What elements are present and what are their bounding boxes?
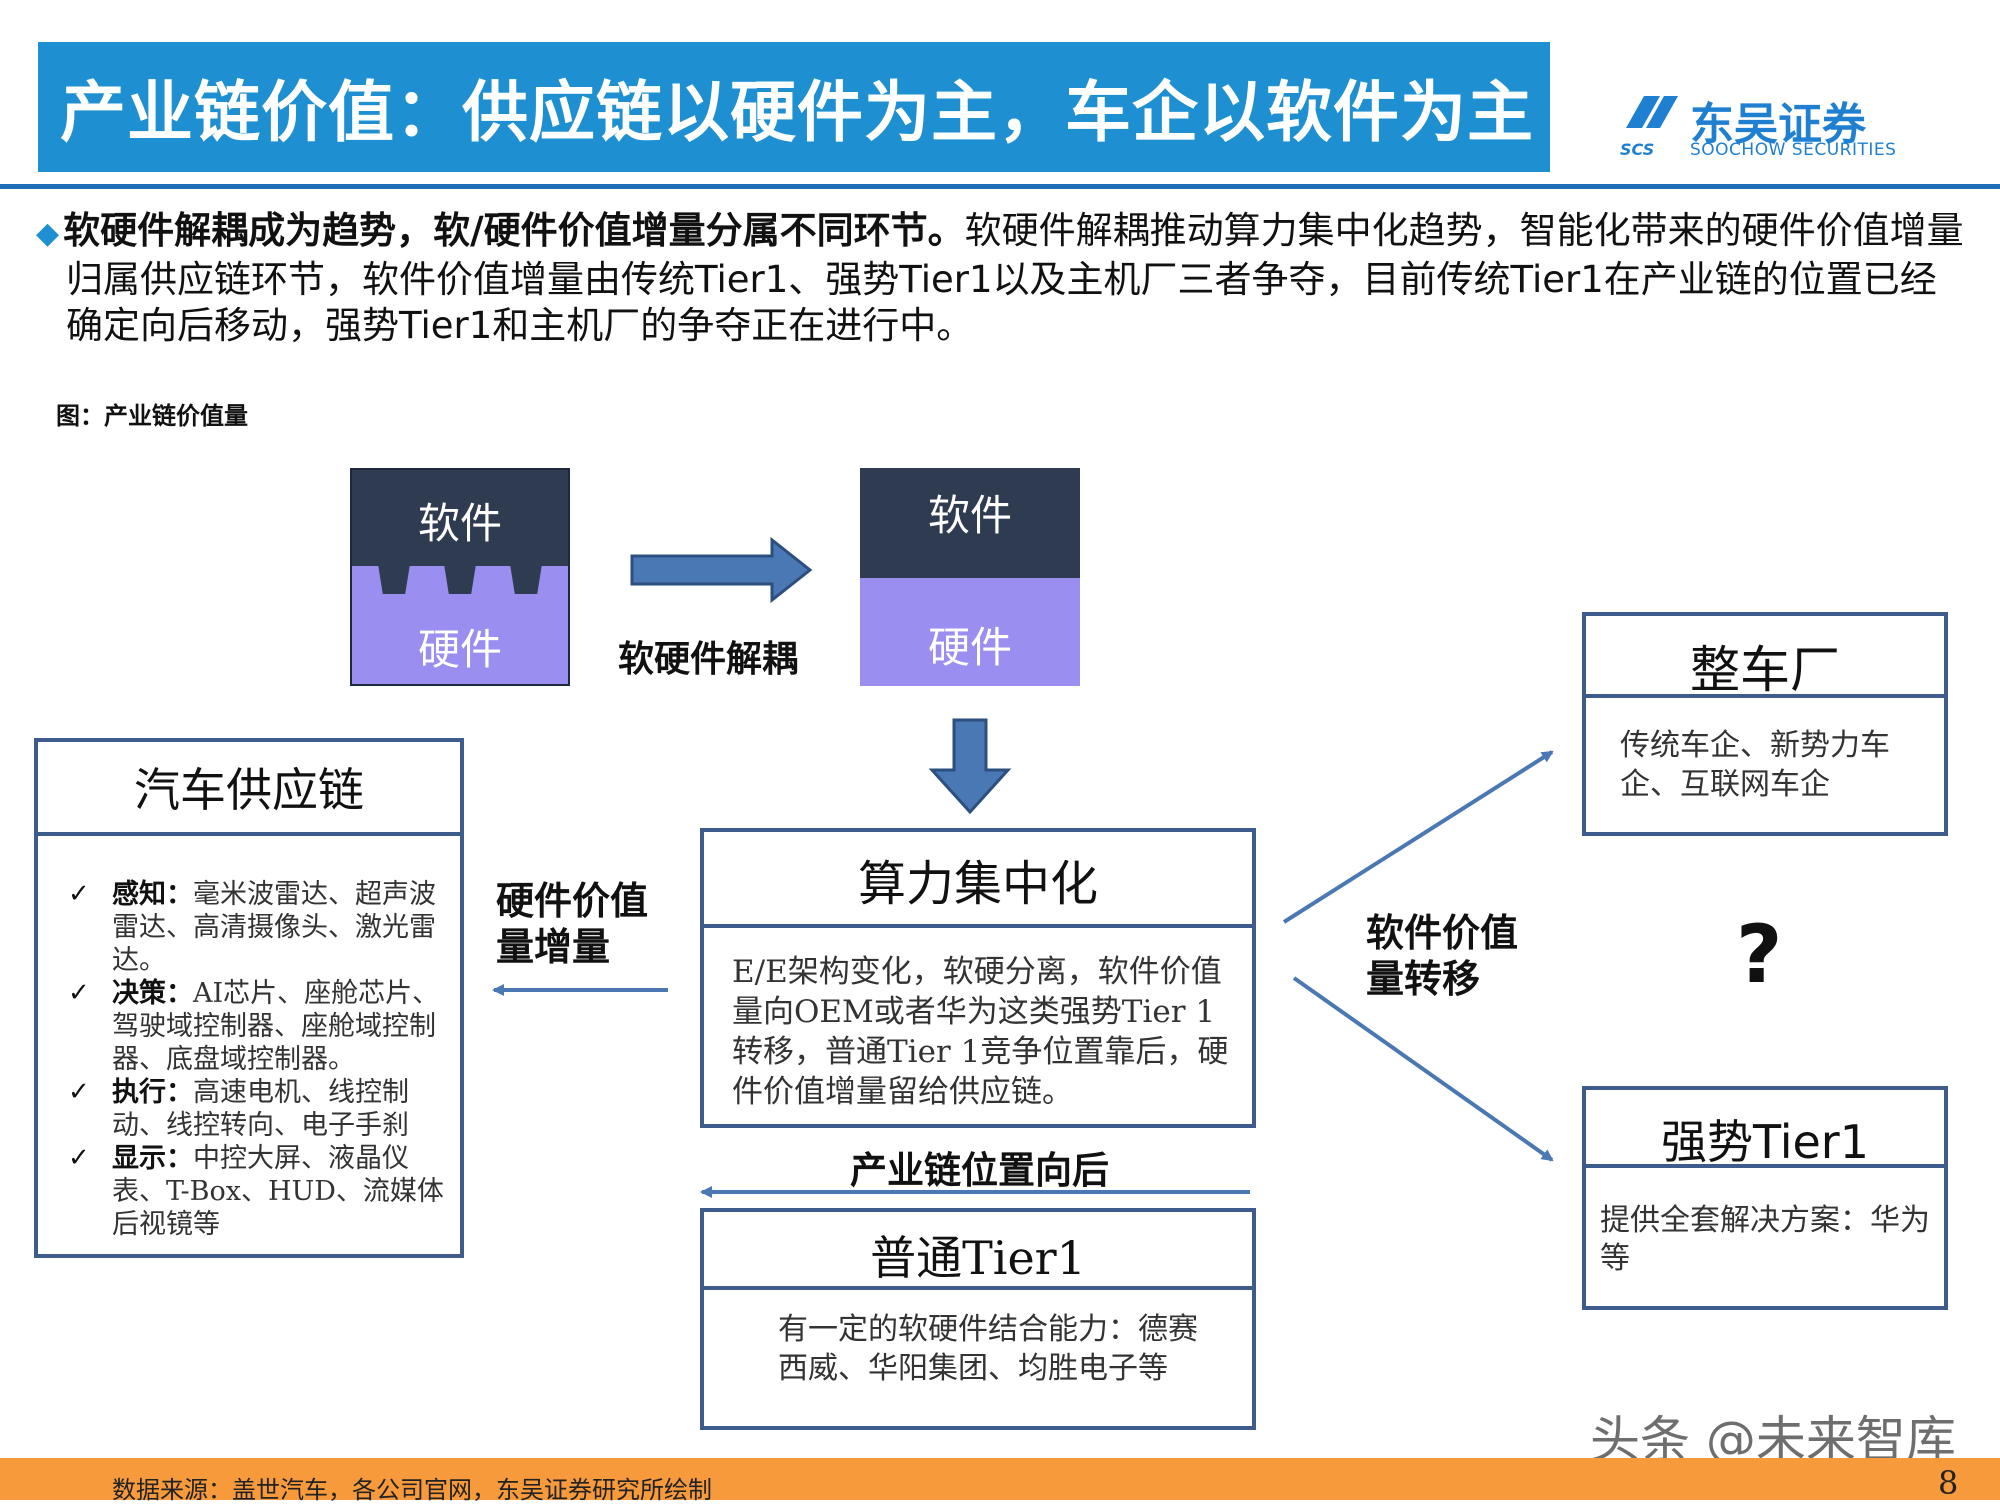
coupled-software-label: 软件 — [417, 499, 502, 548]
compute-body: E/E架构变化，软硬分离，软件价值量向OEM或者华为这类强势Tier 1转移，普… — [732, 954, 1229, 1110]
coupled-block: 软件 硬件 — [350, 468, 570, 686]
chain-back-label: 产业链位置向后 — [850, 1149, 1109, 1192]
oem-body: 传统车企、新势力车企、互联网车企 — [1620, 728, 1890, 802]
logo-name: 东吴证券 — [1690, 99, 1866, 150]
box-divider — [38, 832, 460, 836]
footer-bar — [0, 1458, 2000, 1500]
oem-box: 整车厂 传统车企、新势力车企、互联网车企 — [1582, 612, 1948, 836]
list-item: ✓ 感知：毫米波雷达、超声波雷达、高清摄像头、激光雷达。 — [68, 879, 436, 976]
soochow-logo: SCS 东吴证券 SOOCHOW SECURITIES — [1620, 88, 1960, 164]
data-source: 数据来源：盖世汽车，各公司官网，东吴证券研究所绘制 — [112, 1476, 712, 1504]
supply-chain-list: ✓ 感知：毫米波雷达、超声波雷达、高清摄像头、激光雷达。 ✓ 决策：AI芯片、座… — [68, 878, 458, 1241]
logo-english: SOOCHOW SECURITIES — [1690, 140, 1897, 160]
hw-gain-label: 硬件价值量增量 — [496, 879, 649, 969]
interlock-tooth — [444, 564, 476, 594]
page-title: 产业链价值：供应链以硬件为主，车企以软件为主 — [60, 74, 1534, 151]
interlock-tooth — [378, 564, 410, 594]
box-divider — [1586, 1164, 1944, 1168]
decoupled-hardware-label: 硬件 — [927, 623, 1012, 672]
interlock-tooth — [510, 564, 542, 594]
compute-title: 算力集中化 — [857, 856, 1098, 912]
question-mark: ? — [1736, 908, 1783, 1001]
list-item: ✓ 显示：中控大屏、液晶仪表、T-Box、HUD、流媒体后视镜等 — [68, 1143, 444, 1240]
box-divider — [704, 1286, 1252, 1290]
decouple-arrow-icon — [630, 536, 813, 604]
logo-mark-icon — [1626, 96, 1678, 128]
list-item: ✓ 决策：AI芯片、座舱芯片、驾驶域控制器、座舱域控制器、底盘域控制器。 — [68, 978, 440, 1075]
logo-abbr: SCS — [1620, 140, 1655, 159]
figure-caption: 图：产业链价值量 — [56, 402, 248, 430]
strong-tier1-title: 强势Tier1 — [1661, 1115, 1869, 1169]
strong-tier1-body: 提供全套解决方案：华为等 — [1600, 1203, 1930, 1276]
decoupled-software: 软件 — [860, 468, 1080, 578]
box-divider — [704, 924, 1252, 928]
intro-text: 软硬件解耦推动算力集中化趋势，智能化带来的硬件价值增量归属供应链环节，软件价值增… — [66, 209, 1964, 347]
intro-bold: 软硬件解耦成为趋势，软/硬件价值增量分属不同环节。 — [63, 209, 965, 252]
sw-shift-label: 软件价值量转移 — [1366, 911, 1519, 1001]
strong-tier1-box: 强势Tier1 提供全套解决方案：华为等 — [1582, 1086, 1948, 1310]
bullet-diamond-icon: ◆ — [36, 216, 60, 251]
check-icon: ✓ — [68, 1077, 90, 1107]
box-divider — [1586, 694, 1944, 698]
check-icon: ✓ — [68, 879, 90, 909]
intro-paragraph: ◆软硬件解耦成为趋势，软/硬件价值增量分属不同环节。软硬件解耦推动算力集中化趋势… — [36, 208, 1966, 349]
page-number: 8 — [1938, 1464, 1959, 1502]
title-bar: 产业链价值：供应链以硬件为主，车企以软件为主 — [38, 42, 1550, 172]
tier1-body: 有一定的软硬件结合能力：德赛西威、华阳集团、均胜电子等 — [778, 1312, 1198, 1386]
oem-title: 整车厂 — [1690, 641, 1840, 699]
coupled-hardware-label: 硬件 — [417, 625, 502, 674]
check-icon: ✓ — [68, 1143, 90, 1173]
decoupled-hardware: 硬件 — [860, 578, 1080, 686]
compute-centralization-box: 算力集中化 E/E架构变化，软硬分离，软件价值量向OEM或者华为这类强势Tier… — [700, 828, 1256, 1128]
tier1-title: 普通Tier1 — [870, 1231, 1086, 1285]
coupled-software: 软件 — [352, 470, 568, 566]
sw-to-oem-arrow — [1282, 750, 1554, 924]
decouple-label: 软硬件解耦 — [618, 639, 799, 680]
down-arrow-icon — [928, 718, 1012, 815]
header-divider — [0, 184, 2000, 189]
decoupled-block: 软件 硬件 — [860, 468, 1080, 686]
sw-to-strong-tier1-arrow — [1292, 976, 1554, 1162]
check-icon: ✓ — [68, 978, 90, 1008]
supply-chain-box: 汽车供应链 ✓ 感知：毫米波雷达、超声波雷达、高清摄像头、激光雷达。 ✓ 决策：… — [34, 738, 464, 1258]
decoupled-software-label: 软件 — [927, 491, 1012, 540]
ordinary-tier1-box: 普通Tier1 有一定的软硬件结合能力：德赛西威、华阳集团、均胜电子等 — [700, 1208, 1256, 1430]
list-item: ✓ 执行：高速电机、线控制动、线控转向、电子手刹 — [68, 1077, 409, 1141]
supply-chain-title: 汽车供应链 — [134, 763, 364, 817]
